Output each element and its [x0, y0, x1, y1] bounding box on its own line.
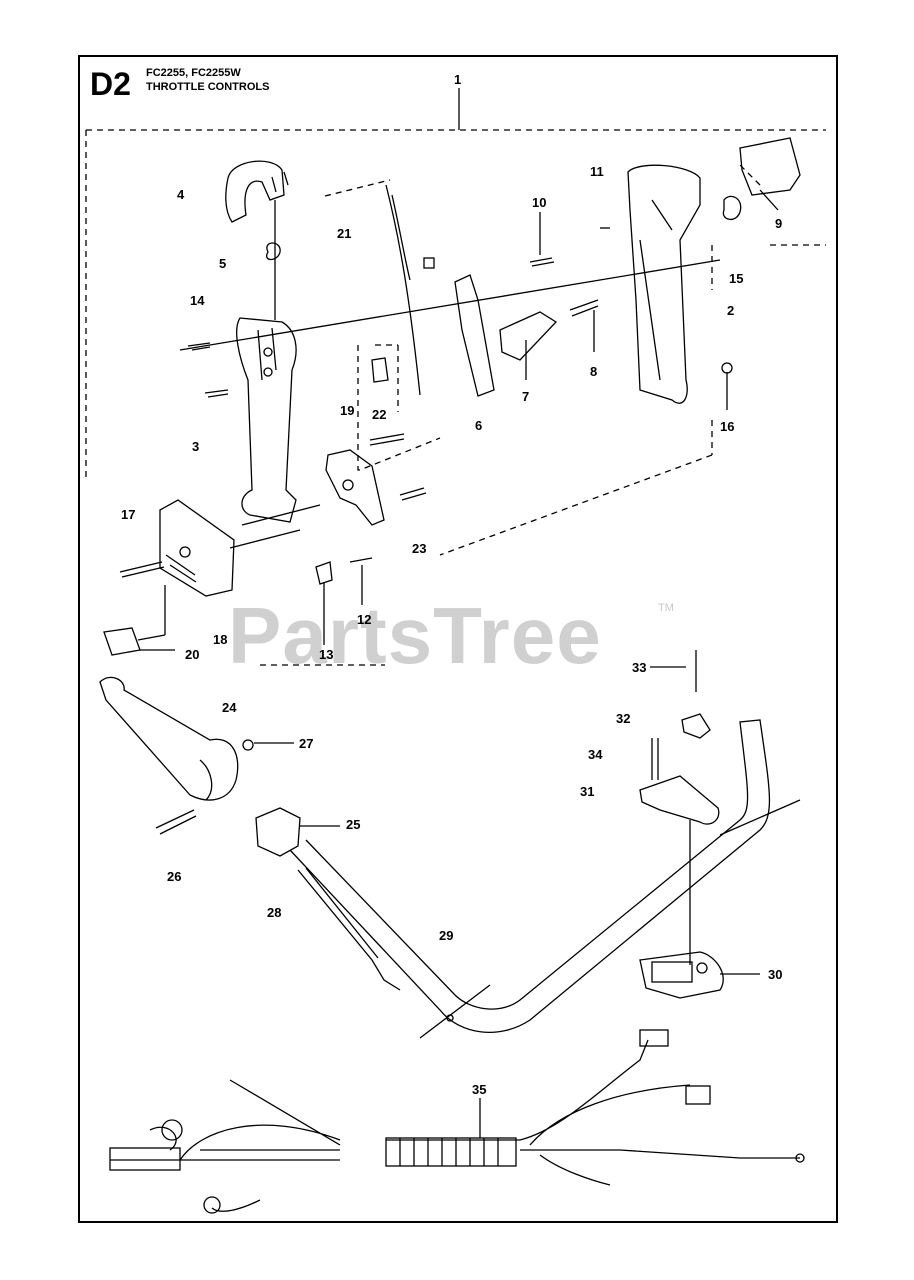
assembly-bracket: [85, 129, 826, 666]
diagram-frame: [78, 55, 838, 1223]
callout-12: 12: [357, 612, 372, 627]
callout-9: 9: [775, 216, 783, 231]
clip-32: [681, 713, 711, 739]
throttle-trigger-6: [454, 274, 495, 397]
bolt-26: [155, 809, 197, 835]
callout-17: 17: [121, 507, 136, 522]
callout-28: 28: [267, 905, 282, 920]
callout-7: 7: [522, 389, 530, 404]
screw-17: [119, 561, 165, 578]
callout-14: 14: [190, 293, 205, 308]
cover-18: [159, 499, 235, 597]
bolt-8: [569, 299, 599, 317]
callout-26: 26: [167, 869, 182, 884]
callout-1: 1: [454, 72, 462, 87]
callout-33: 33: [632, 660, 647, 675]
diagram-title: THROTTLE CONTROLS: [146, 81, 270, 93]
callout-19: 19: [340, 403, 355, 418]
callout-21: 21: [337, 226, 352, 241]
model-numbers: FC2255, FC2255W: [146, 67, 241, 79]
spring-10: [529, 257, 555, 267]
bracket-31: [639, 775, 720, 825]
lever-7: [499, 311, 558, 361]
callout-2: 2: [727, 303, 735, 318]
throttle-handle-housing: [236, 317, 297, 523]
callout-15: 15: [729, 271, 744, 286]
grip-24: [99, 676, 239, 801]
callout-27: 27: [299, 736, 314, 751]
callout-11: 11: [590, 164, 604, 179]
cable-21: [385, 184, 421, 396]
callout-23: 23: [412, 541, 427, 556]
callout-29: 29: [439, 928, 454, 943]
trigger-bracket-19: [325, 449, 385, 526]
clip-22: [371, 357, 389, 383]
callout-31: 31: [580, 784, 595, 799]
nut-27: [242, 739, 254, 751]
callout-20: 20: [185, 647, 200, 662]
harness-35: [386, 1039, 800, 1186]
callout-24: 24: [222, 700, 237, 715]
sheet-code: D2: [90, 66, 131, 102]
callout-6: 6: [475, 418, 483, 433]
callout-35: 35: [472, 1082, 487, 1097]
callout-25: 25: [346, 817, 361, 832]
callout-22: 22: [372, 407, 387, 422]
screw-34: [651, 738, 659, 780]
clamp-25: [255, 807, 301, 857]
callout-3: 3: [192, 439, 200, 454]
clamp-9: [739, 137, 801, 196]
callout-30: 30: [768, 967, 783, 982]
callout-4: 4: [177, 187, 185, 202]
screw-14: [187, 342, 211, 351]
screw-12: [349, 557, 373, 563]
callout-10: 10: [532, 195, 547, 210]
switch-20: [103, 627, 141, 656]
callout-13: 13: [319, 647, 334, 662]
nut-16: [721, 362, 733, 374]
callout-18: 18: [213, 632, 228, 647]
spring-clip: [266, 242, 281, 261]
callout-32: 32: [616, 711, 631, 726]
handle-half-2: [627, 164, 701, 404]
callout-16: 16: [720, 419, 735, 434]
cable-28: [297, 867, 401, 991]
clip-13: [315, 561, 333, 585]
watermark-trademark: TM: [658, 602, 674, 614]
callout-5: 5: [219, 256, 227, 271]
watermark-text: PartsTree: [228, 591, 602, 680]
foot-30: [639, 951, 724, 999]
handle-cap: [225, 160, 285, 223]
loop-handle-29: [289, 719, 771, 1033]
harness-fragment: [110, 1079, 341, 1212]
callout-8: 8: [590, 364, 598, 379]
callout-34: 34: [588, 747, 603, 762]
